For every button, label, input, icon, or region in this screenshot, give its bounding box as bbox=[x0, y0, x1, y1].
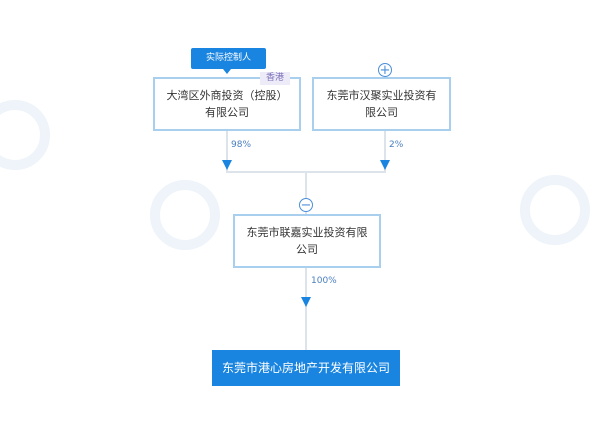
actual-controller-badge: 实际控制人 bbox=[191, 48, 266, 69]
expand-plus-icon[interactable]: + bbox=[378, 63, 392, 78]
share-percent: 100% bbox=[311, 276, 337, 286]
watermark-logo bbox=[0, 100, 50, 170]
arrow-down-icon bbox=[380, 160, 390, 170]
shareholder-node[interactable]: 大湾区外商投资（控股）有限公司 bbox=[153, 77, 301, 131]
connector bbox=[305, 171, 307, 215]
collapse-minus-icon[interactable]: − bbox=[299, 198, 313, 213]
node-label: 东莞市汉聚实业投资有限公司 bbox=[326, 89, 437, 119]
share-percent: 2% bbox=[389, 140, 404, 150]
arrow-down-icon bbox=[222, 160, 232, 170]
target-company-node[interactable]: 东莞市港心房地产开发有限公司 bbox=[212, 350, 400, 386]
watermark-logo bbox=[150, 180, 220, 250]
connector bbox=[305, 268, 307, 350]
node-label: 大湾区外商投资（控股）有限公司 bbox=[166, 89, 288, 119]
connector bbox=[384, 130, 386, 172]
arrow-down-icon bbox=[301, 297, 311, 307]
parent-node[interactable]: 东莞市联嘉实业投资有限公司 bbox=[233, 214, 381, 268]
badge-pointer bbox=[223, 69, 231, 74]
node-label: 东莞市联嘉实业投资有限公司 bbox=[246, 226, 368, 256]
watermark-logo bbox=[520, 175, 590, 245]
region-tag: 香港 bbox=[260, 72, 290, 85]
share-percent: 98% bbox=[231, 140, 252, 150]
connector bbox=[226, 130, 228, 172]
shareholder-node[interactable]: 东莞市汉聚实业投资有限公司 bbox=[312, 77, 451, 131]
